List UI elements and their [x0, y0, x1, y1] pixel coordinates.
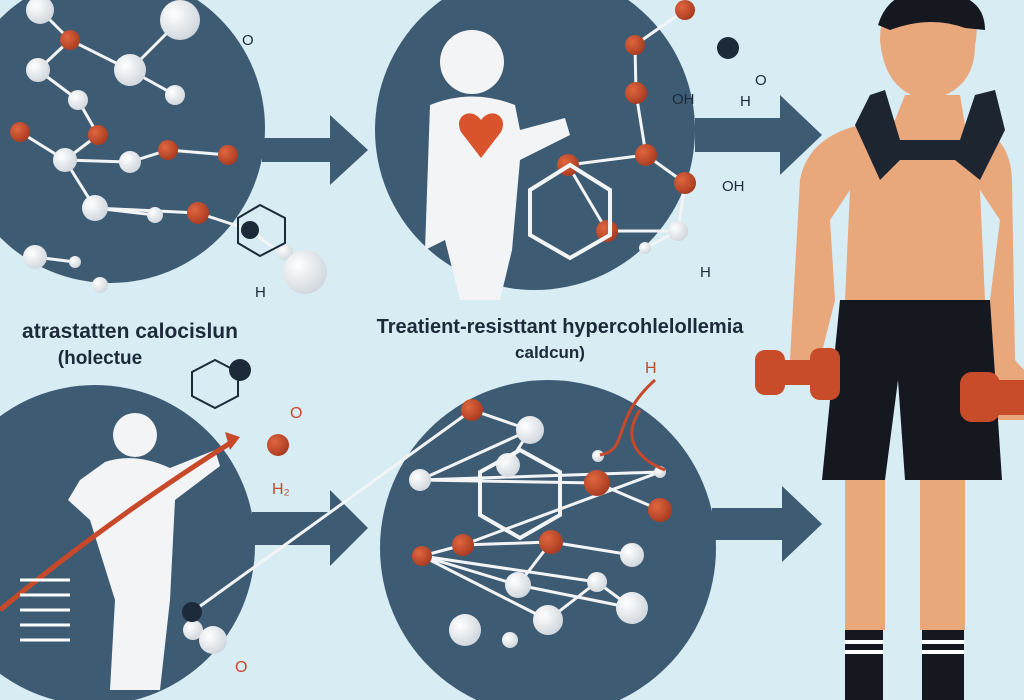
- bond: [167, 148, 229, 157]
- trend-arrow: [0, 437, 237, 612]
- chem-label: O: [755, 72, 767, 89]
- atom-red: [625, 82, 647, 104]
- center-subtitle: caldcun): [515, 343, 585, 362]
- atom-red: [218, 145, 238, 165]
- atom-white: [26, 0, 54, 24]
- panel-top-left: [0, 0, 265, 283]
- atom-red: [596, 220, 618, 242]
- atom-red: [158, 140, 178, 160]
- atom-red: [461, 399, 483, 421]
- atom-red: [584, 470, 610, 496]
- dumbbell-icon: [755, 348, 840, 400]
- bond: [419, 428, 531, 482]
- person-figure: [68, 413, 220, 690]
- chem-label: O: [242, 32, 254, 49]
- atom-red: [10, 122, 30, 142]
- chem-label: OH: [672, 91, 695, 108]
- atom-red: [60, 30, 80, 50]
- bond: [567, 153, 647, 167]
- atom-dark: [717, 37, 739, 59]
- atom-white: [119, 151, 141, 173]
- atom-white: [533, 605, 563, 635]
- atom-dark: [182, 602, 202, 622]
- atom-dark: [241, 221, 259, 239]
- atom-red: [539, 530, 563, 554]
- atom-white: [53, 148, 77, 172]
- person-figure: [425, 30, 570, 300]
- chem-label: OH: [722, 178, 745, 195]
- atom-white: [160, 0, 200, 40]
- atom-red: [648, 498, 672, 522]
- bond: [462, 540, 552, 547]
- bond: [94, 206, 199, 215]
- atom-white: [26, 58, 50, 82]
- chem-label: H: [740, 93, 751, 110]
- chem-label: O: [290, 405, 302, 422]
- atom-white: [277, 244, 293, 260]
- atom-white: [502, 632, 518, 648]
- atom-red: [452, 534, 474, 556]
- atom-red: [88, 125, 108, 145]
- bond: [421, 554, 519, 587]
- arrow-icon: [712, 486, 822, 562]
- chem-label: O: [235, 659, 247, 676]
- dumbbell-icon: [960, 372, 1024, 422]
- bond: [517, 583, 633, 610]
- atom-white: [639, 242, 651, 254]
- benzene-ring: [237, 203, 286, 258]
- atom-white: [199, 626, 227, 654]
- atom-white: [183, 620, 203, 640]
- bond: [191, 408, 473, 614]
- chem-label: H: [645, 360, 657, 377]
- benzene-ring: [528, 162, 612, 261]
- atom-dark: [229, 359, 251, 381]
- atom-white: [114, 54, 146, 86]
- left-subtitle: (holectue: [58, 348, 142, 369]
- heart-icon: [459, 113, 503, 158]
- atom-white: [592, 450, 604, 462]
- benzene-ring: [478, 447, 562, 541]
- atom-white: [409, 469, 431, 491]
- atom-red: [267, 434, 289, 456]
- atom-white: [68, 90, 88, 110]
- center-title: Treatient-resisttant hypercohlelollemia: [377, 316, 745, 338]
- atom-white: [283, 250, 327, 294]
- bond: [421, 554, 549, 622]
- bond: [419, 470, 661, 482]
- chem-label: H: [255, 284, 266, 301]
- atom-white: [505, 572, 531, 598]
- atom-red: [674, 172, 696, 194]
- bond: [566, 164, 609, 232]
- atom-white: [147, 207, 163, 223]
- arrow-icon: [262, 115, 368, 185]
- benzene-ring: [191, 358, 239, 410]
- atom-red: [412, 546, 432, 566]
- atom-red: [187, 202, 209, 224]
- bond: [634, 8, 686, 47]
- atom-red: [675, 0, 695, 20]
- atom-white: [587, 572, 607, 592]
- chart-bars: [20, 578, 70, 642]
- bond: [550, 540, 633, 557]
- atom-white: [92, 277, 108, 293]
- chem-label: H₂: [272, 481, 290, 498]
- arrow-icon: [695, 95, 822, 175]
- atom-white: [82, 195, 108, 221]
- atom-red: [635, 144, 657, 166]
- man-figure: [755, 0, 1024, 700]
- atom-white: [23, 245, 47, 269]
- chem-label: H: [700, 264, 711, 281]
- atom-white: [449, 614, 481, 646]
- bond: [421, 554, 598, 584]
- atom-white: [668, 221, 688, 241]
- atom-white: [620, 543, 644, 567]
- atom-white: [616, 592, 648, 624]
- atom-white: [516, 416, 544, 444]
- atom-red: [625, 35, 645, 55]
- left-title: atrastatten calocislun: [22, 320, 238, 343]
- atom-white: [165, 85, 185, 105]
- atom-white: [69, 256, 81, 268]
